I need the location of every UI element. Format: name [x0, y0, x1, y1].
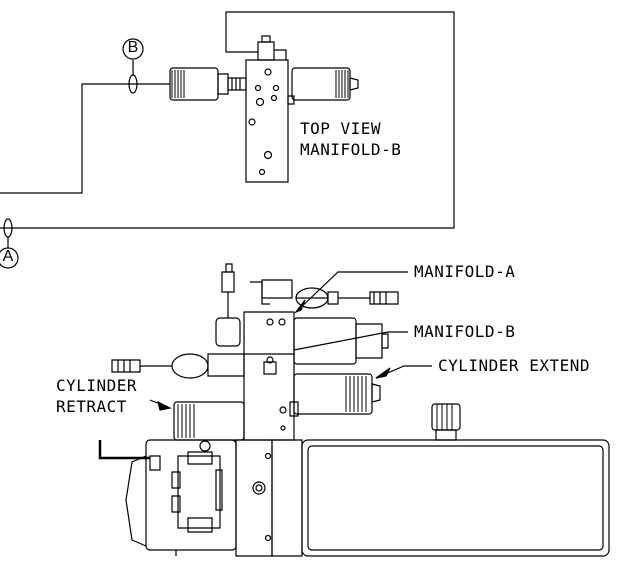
marker-b-circle: [123, 39, 143, 59]
manifold-b-solenoid: [294, 318, 356, 364]
marker-a-circle: [0, 248, 18, 268]
manifold-b-top-block: [246, 60, 288, 182]
marker-b-label: B: [127, 39, 139, 56]
cylinder-retract-label-line1: CYLINDER: [56, 376, 138, 395]
left-valve-body: [172, 354, 208, 378]
cylinder-retract-coil: [174, 402, 244, 440]
hose-line-a: [0, 12, 454, 228]
cylinder-extend-coil: [294, 374, 372, 414]
pump-housing: [236, 440, 272, 556]
manifold-a-block: [244, 312, 294, 440]
manifold-b-label: MANIFOLD-B: [414, 322, 516, 341]
manifold-a-label: MANIFOLD-A: [414, 262, 516, 281]
reservoir-tank: [302, 440, 609, 556]
leader-lines: [150, 272, 432, 410]
cylinder-extend-label: CYLINDER EXTEND: [438, 356, 590, 375]
hose-line-b: [0, 84, 170, 193]
left-solenoid-coil: [170, 68, 218, 100]
top-view-label-line2: MANIFOLD-B: [300, 140, 402, 159]
marker-a-label: A: [2, 248, 14, 265]
top-view-assembly: [0, 12, 454, 268]
cylinder-retract-label-line2: RETRACT: [56, 397, 127, 416]
side-view-assembly: [100, 264, 609, 556]
fill-cap: [432, 404, 460, 430]
right-solenoid-coil: [292, 68, 350, 100]
top-view-label-line1: TOP VIEW: [300, 119, 382, 138]
